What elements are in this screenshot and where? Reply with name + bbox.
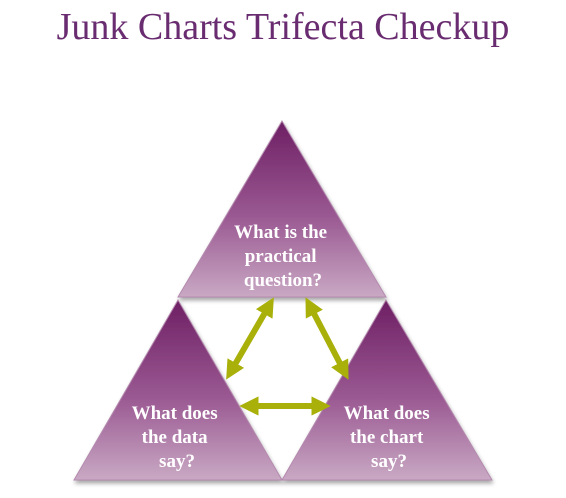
arrow-question-chart: [305, 297, 349, 380]
right-label-line-2: the chart: [350, 427, 424, 448]
page-title: Junk Charts Trifecta Checkup: [56, 6, 510, 48]
left-label-line-3: say?: [159, 451, 195, 472]
svg-text:What does the chart: What does the chart say?: [344, 403, 435, 472]
top-label-line-2: practical: [245, 246, 317, 267]
top-label-line-1: What is the: [234, 222, 327, 243]
left-label-line-2: the data: [142, 427, 208, 448]
triangle-data: What does the data say?: [73, 299, 283, 481]
triangle-practical-question: What is the practical question?: [177, 120, 387, 298]
left-label-line-1: What does: [132, 403, 218, 424]
right-label-line-3: say?: [371, 451, 407, 472]
triangle-chart: What does the chart say?: [281, 299, 493, 481]
svg-text:What is the practical: What is the practical question?: [234, 222, 332, 291]
arrow-question-data: [226, 297, 274, 380]
top-label-line-3: question?: [244, 270, 322, 291]
connector-arrows: [226, 297, 349, 416]
right-label-line-1: What does: [344, 403, 430, 424]
svg-text:What does the data: What does the data say?: [132, 403, 223, 472]
